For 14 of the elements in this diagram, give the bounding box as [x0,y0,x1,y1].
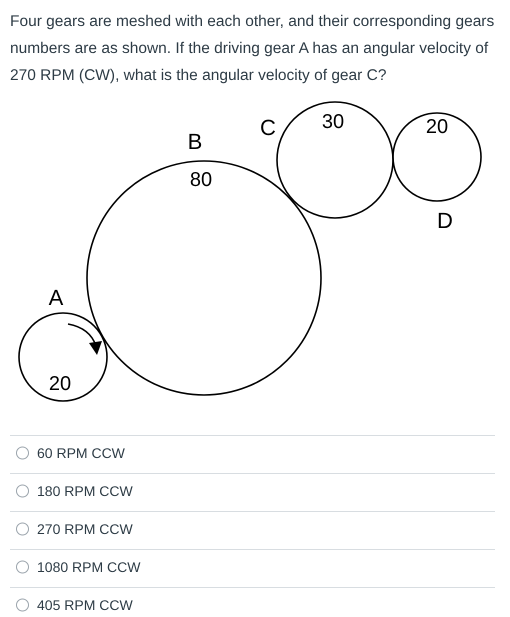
gear-label: C [260,117,276,139]
answer-option: 1080 RPM CCW [37,559,140,575]
tooth-count: 20 [48,374,72,394]
answer-option: 405 RPM CCW [37,597,133,613]
question-text: Four gears are meshed with each other, and their corresponding gears numbers are as shown. If the driving gear A has an angular velocity of 270 RPM (CW), what is the angular velocity of gear C? [10,12,496,86]
tooth-count: 20 [426,117,448,137]
gear-label: A [48,287,64,309]
gear-label: B [188,131,202,153]
gear-label: D [437,210,453,232]
answer-option: 180 RPM CCW [37,483,133,499]
answer-option: 270 RPM CCW [37,521,133,537]
tooth-count: 80 [190,170,212,190]
tooth-count: 30 [322,112,344,132]
answer-option: 60 RPM CCW [37,445,125,461]
